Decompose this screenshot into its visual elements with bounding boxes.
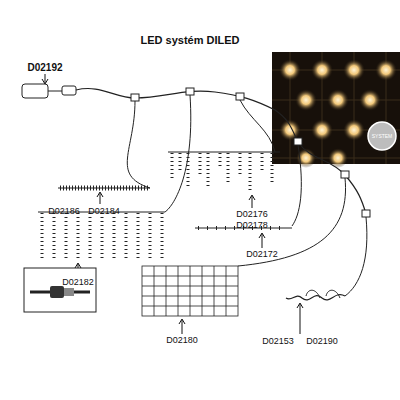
product-code: D02192	[27, 62, 62, 73]
leader-arrow	[297, 303, 303, 308]
adapter-cord	[48, 91, 62, 92]
leader-arrow	[97, 192, 103, 197]
product-code: D02176	[236, 209, 268, 219]
product-code: D02182	[62, 277, 94, 287]
connectors	[131, 88, 370, 217]
icicle-drops	[172, 153, 272, 190]
net-light	[142, 266, 238, 316]
leader-arrow	[75, 263, 81, 268]
power-adapter	[22, 84, 48, 98]
leader-line	[45, 74, 46, 83]
leader-line	[262, 234, 263, 248]
product-code: D02180	[166, 335, 198, 345]
leader-arrow	[259, 233, 265, 238]
inset-plug	[50, 286, 64, 298]
leader-arrow	[179, 319, 185, 324]
string-bulbs	[60, 186, 148, 191]
light-string	[58, 188, 150, 189]
icicle-top	[168, 152, 280, 153]
badge-text: SYSTEM	[372, 133, 393, 139]
rope-loops	[306, 290, 340, 298]
inset-cable	[74, 291, 90, 294]
product-code: D02153	[262, 336, 294, 346]
leader-line	[300, 304, 301, 334]
plug-inset	[24, 268, 96, 312]
rope-light	[286, 295, 345, 300]
inset-cable	[30, 291, 50, 294]
leader-arrow	[42, 79, 48, 84]
product-code: D02186	[48, 206, 80, 216]
leader-arrow	[249, 195, 255, 200]
main-cable	[76, 89, 366, 214]
leader-line	[252, 196, 253, 208]
photo-net	[272, 52, 400, 164]
inset-socket	[64, 288, 74, 296]
product-photo	[272, 52, 400, 164]
product-code: D02178	[236, 220, 268, 230]
leader-line	[100, 193, 101, 204]
product-code: D02184	[88, 206, 120, 216]
product-code: D02190	[306, 336, 338, 346]
photo-lights	[279, 59, 397, 168]
controller	[62, 86, 76, 95]
curtain-drops	[42, 213, 162, 260]
leader-line	[182, 320, 183, 334]
diagram-title: LED systém DILED	[140, 34, 239, 46]
system-badge	[368, 122, 396, 150]
product-code: D02172	[246, 249, 278, 259]
